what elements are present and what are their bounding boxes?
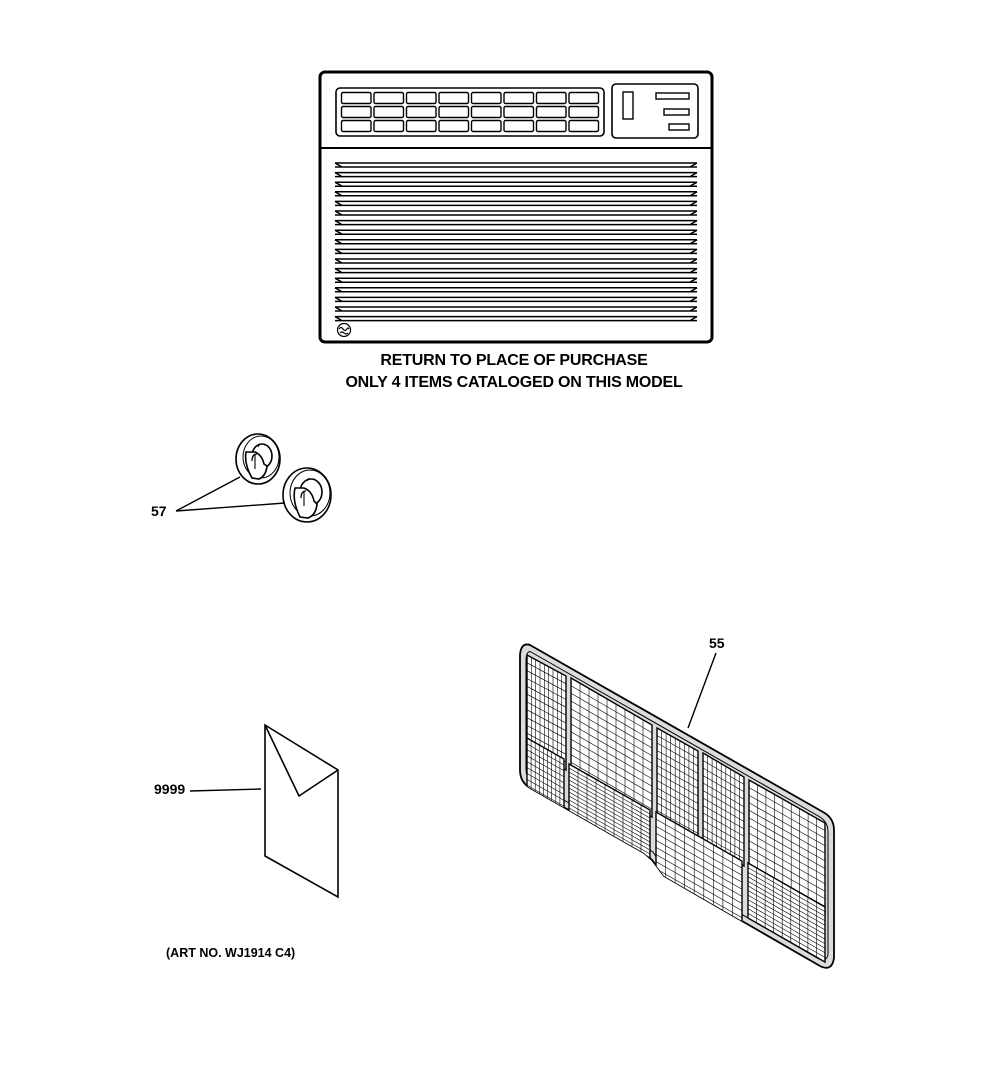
grille-cell	[503, 91, 535, 105]
literature-envelope	[189, 723, 339, 899]
filter-mesh-grid	[656, 730, 699, 839]
filter-mesh-grid	[570, 683, 653, 812]
louver-slat	[334, 191, 698, 197]
part-callout-57: 57	[151, 503, 167, 519]
grille-cell	[373, 105, 405, 119]
grille-cell	[470, 119, 502, 133]
grille-cell	[568, 119, 600, 133]
ac-top-grille-frame	[335, 87, 605, 137]
louver-slat	[334, 239, 698, 245]
grille-cell	[438, 105, 470, 119]
grille-cell	[535, 105, 567, 119]
louver-slat	[334, 210, 698, 216]
louver-slat	[334, 315, 698, 322]
leader-line-55	[687, 652, 717, 729]
leader-line-9999	[189, 788, 262, 792]
grille-cell	[503, 119, 535, 133]
louver-slat	[334, 162, 698, 168]
filter-mesh-grid	[526, 657, 567, 768]
louver-slat	[334, 171, 698, 178]
control-panel-button-1	[655, 92, 690, 100]
louver-slat	[334, 287, 698, 293]
louver-slat	[334, 277, 698, 283]
control-panel-display	[622, 91, 634, 120]
grille-cell	[568, 105, 600, 119]
louver-slat	[334, 219, 698, 226]
grille-cell	[340, 105, 372, 119]
grille-cell	[405, 91, 437, 105]
return-notice-line-1: RETURN TO PLACE OF PURCHASE	[380, 352, 648, 369]
grille-cell	[373, 119, 405, 133]
control-knob-upper	[235, 433, 281, 485]
control-panel-button-2	[663, 108, 690, 116]
control-panel-button-3	[668, 123, 690, 131]
grille-cell	[340, 91, 372, 105]
part-callout-9999: 9999	[154, 781, 186, 797]
louver-slat	[334, 258, 698, 264]
filter-mesh-grid	[747, 867, 826, 958]
grille-cell	[438, 119, 470, 133]
filter-mesh-grid	[568, 767, 651, 855]
grille-cell	[535, 91, 567, 105]
art-number-label: (ART NO. WJ1914 C4)	[166, 946, 296, 960]
ge-logo-icon	[336, 322, 352, 338]
ac-outer-case	[318, 70, 714, 344]
louver-slat	[334, 296, 698, 303]
ac-front-louvers	[334, 162, 698, 322]
filter-mesh-grid	[748, 784, 826, 910]
grille-cell	[405, 119, 437, 133]
louver-slat	[334, 267, 698, 274]
filter-mesh-grid	[702, 755, 745, 864]
louver-slat	[334, 229, 698, 235]
part-callout-55: 55	[709, 635, 725, 651]
grille-cell	[405, 105, 437, 119]
grille-cell	[438, 91, 470, 105]
grille-cell	[470, 91, 502, 105]
grille-cell	[568, 91, 600, 105]
ac-top-grille	[340, 91, 600, 133]
louver-slat	[334, 306, 698, 312]
louver-slat	[334, 181, 698, 187]
grille-cell	[373, 91, 405, 105]
grille-cell	[470, 105, 502, 119]
grille-cell	[503, 105, 535, 119]
control-knobs	[175, 433, 332, 523]
control-panel-frame	[611, 83, 699, 139]
return-notice-line-2: ONLY 4 ITEMS CATALOGED ON THIS MODEL	[345, 374, 683, 391]
louver-slat	[334, 200, 698, 207]
control-knob-lower	[282, 467, 332, 523]
grille-cell	[535, 119, 567, 133]
air-conditioner-unit	[318, 70, 714, 344]
grille-cell	[340, 119, 372, 133]
louver-slat	[334, 248, 698, 255]
leader-lines-57	[175, 476, 286, 512]
air-filter	[519, 643, 835, 969]
